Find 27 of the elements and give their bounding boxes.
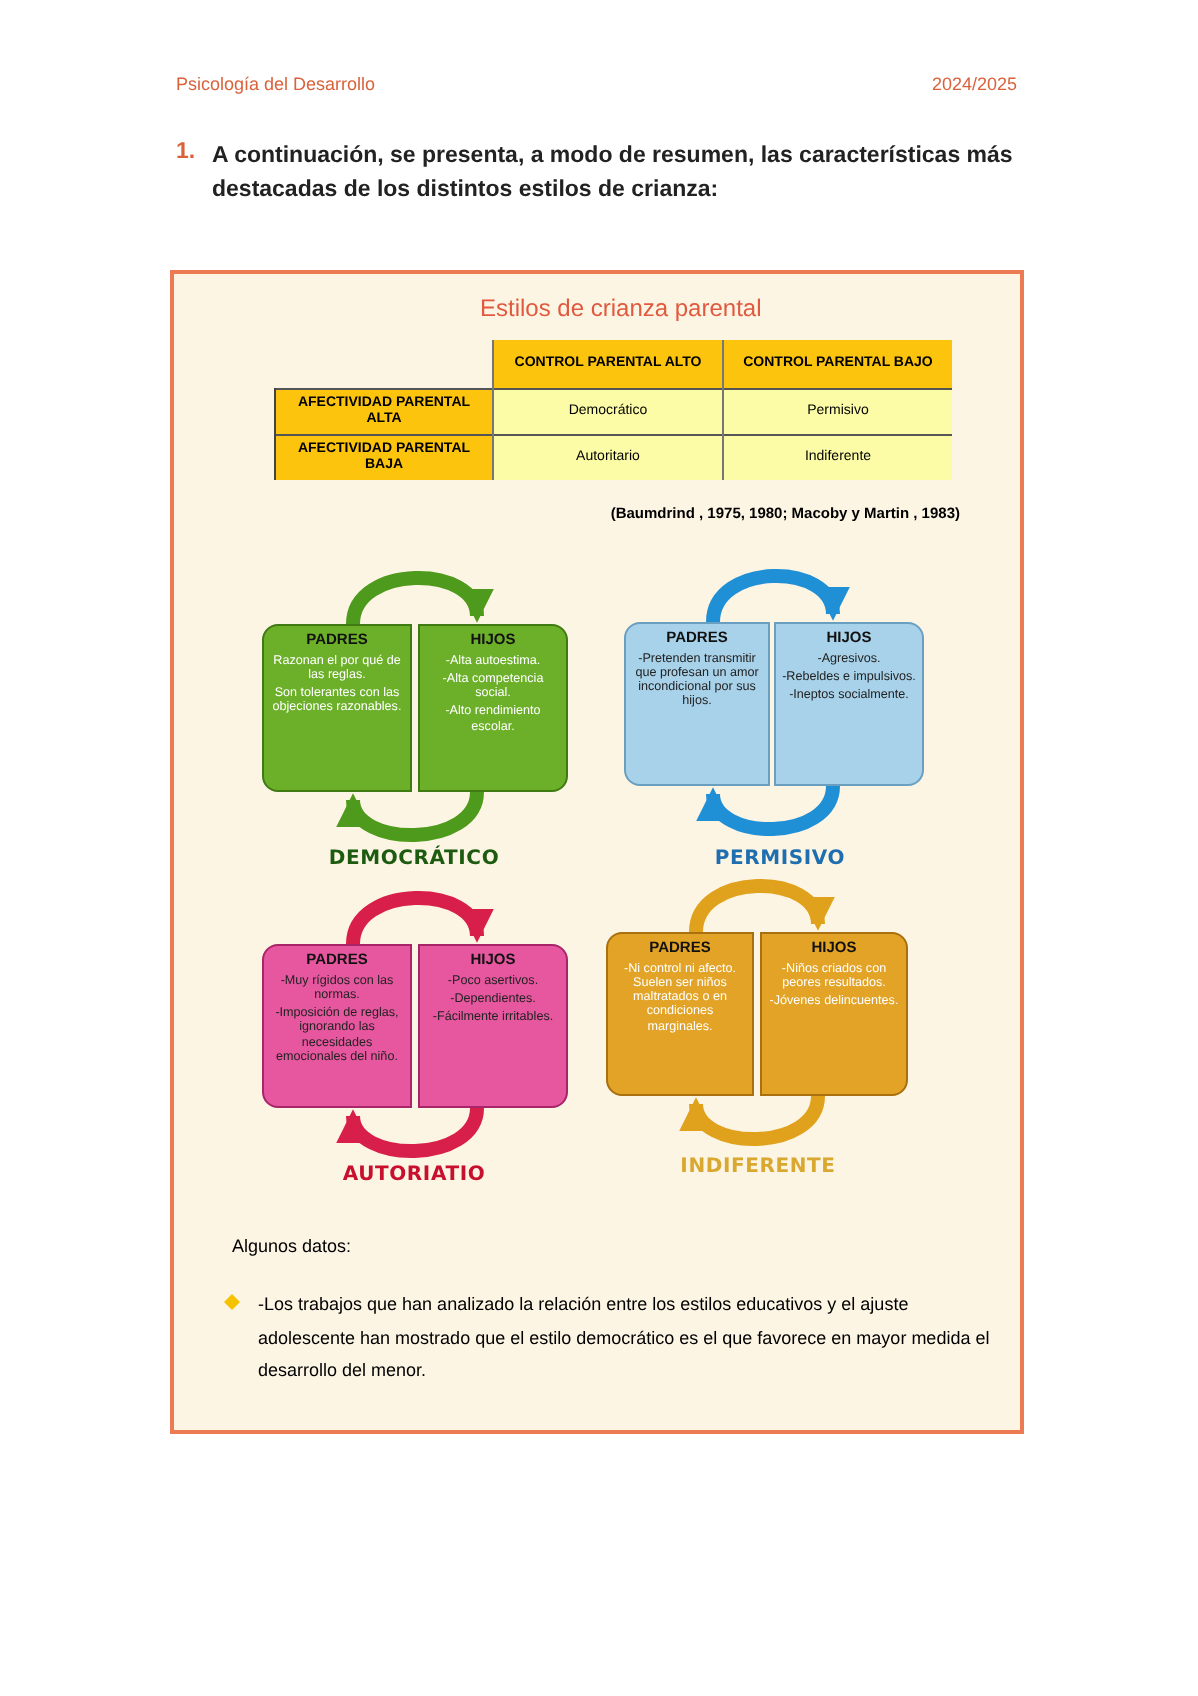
text-panel	[774, 622, 924, 786]
style-name: INDIFERENTE	[678, 1156, 838, 1178]
cycle-arrow	[702, 784, 840, 836]
style-name: AUTORIATIO	[340, 1164, 488, 1186]
text-panel	[418, 944, 568, 1108]
note-paragraph: -Los trabajos que han analizado la relación entre los estilos educativos y el ajuste adolescente han mostrado que el estilo democrático es el que favorece en mayor medida el desarrollo del menor.	[258, 1292, 992, 1385]
style-name: PERMISIVO	[712, 848, 848, 870]
diagram-title: Estilos de crianza parental	[480, 294, 762, 322]
text-panel	[760, 932, 908, 1096]
cycle-arrow	[342, 790, 484, 842]
text-panel	[606, 932, 754, 1096]
cycle-arrow	[346, 891, 489, 946]
cycle-arrow	[342, 1106, 484, 1158]
page-header: 2024/2025	[932, 74, 1018, 94]
cycle-arrow	[685, 1094, 825, 1146]
text-panel	[624, 622, 770, 786]
question-number: 1.	[176, 140, 196, 164]
cycle-arrow	[346, 571, 489, 626]
style-name: DEMOCRÁTICO	[326, 848, 502, 870]
text-panel	[262, 944, 412, 1108]
question-text: A continuación, se presenta, a modo de resumen, las características más destacadas de los distintos estilos de crianza:	[212, 142, 1015, 206]
text-panel	[262, 624, 412, 792]
cycle-arrow	[689, 879, 830, 934]
cycle-arrow	[706, 569, 845, 624]
page-header: Psicología del Desarrollo	[176, 74, 376, 94]
section-heading: Algunos datos:	[232, 1236, 352, 1256]
text-panel	[418, 624, 568, 792]
